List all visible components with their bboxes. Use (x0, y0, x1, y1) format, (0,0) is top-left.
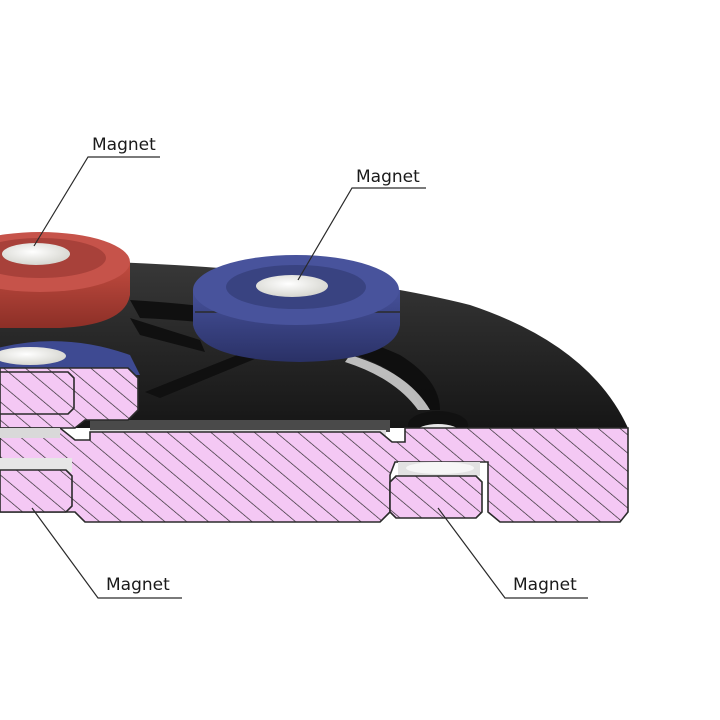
pocket-lower-left (0, 458, 72, 472)
leader-line (31, 507, 182, 599)
magnet-red-core (2, 243, 70, 265)
pocket-lower-right-shadow (406, 462, 474, 474)
magnet-blue-partial (0, 341, 140, 375)
spinner-highlight-arc (345, 355, 430, 410)
magnet-blue-core (256, 275, 328, 297)
leader-line (33, 156, 160, 247)
magnet-blue-partial-core (0, 347, 66, 365)
section-base-plate (0, 427, 629, 523)
spinner-spoke-left (130, 318, 205, 352)
callout-label: Magnet (513, 575, 577, 595)
callout-top-right: Magnet (297, 167, 426, 281)
section-upper-magnet (0, 371, 75, 415)
callout-label: Magnet (106, 575, 170, 595)
cross-section (0, 367, 629, 523)
leader-line (297, 187, 426, 281)
callout-label: Magnet (356, 167, 420, 187)
spinner-spoke-mid (145, 350, 262, 398)
callout-bottom-left: Magnet (31, 507, 182, 599)
callout-bottom-right: Magnet (437, 507, 588, 599)
leader-line (437, 507, 588, 599)
magnet-blue (193, 255, 400, 362)
magnet-red (0, 232, 130, 328)
callout-top-left: Magnet (33, 135, 160, 247)
section-lower-left-magnet (0, 469, 73, 513)
gap-band-left (0, 428, 60, 438)
section-lower-right-magnet (389, 475, 483, 519)
callout-label: Magnet (92, 135, 156, 155)
recess-strip (90, 420, 390, 432)
